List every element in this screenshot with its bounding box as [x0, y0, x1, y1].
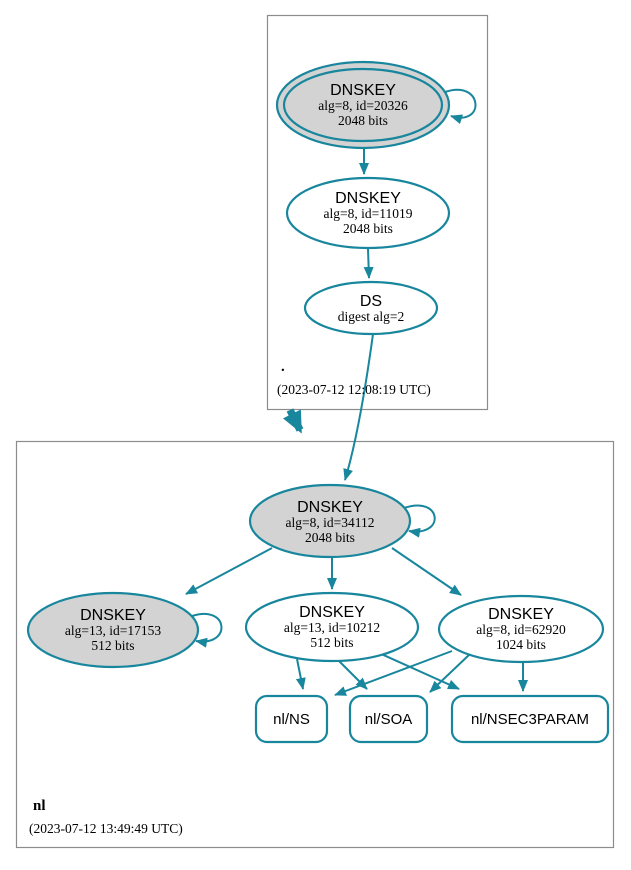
dnskey-20326-node: DNSKEY alg=8, id=20326 2048 bits [275, 60, 451, 150]
selfloop-root-ksk [444, 88, 477, 125]
dnskey-11019-ellipse [285, 176, 451, 250]
zone-timestamp-nl: (2023-07-12 13:49:49 UTC) [29, 821, 183, 836]
dnskey-10212-node: DNSKEY alg=13, id=10212 512 bits [244, 591, 420, 663]
zone-box-root [266, 14, 489, 411]
dnskey-62920-ellipse [437, 594, 605, 664]
edge-delegation-root-to-nl [283, 408, 304, 434]
dnskey-20326-detail2: 2048 bits [338, 113, 388, 128]
dnskey-11019-detail1: alg=8, id=11019 [324, 206, 413, 221]
dnskey-17153-detail2: 512 bits [91, 638, 134, 653]
edge-ds-to-nl-ksk [343, 333, 374, 481]
ds-node: DS digest alg=2 [303, 280, 439, 336]
edge-10212-to-nsec3param [378, 652, 460, 690]
dnskey-17153-detail1: alg=13, id=17153 [65, 623, 161, 638]
dnskey-62920-detail1: alg=8, id=62920 [476, 622, 566, 637]
dnskey-62920-node: DNSKEY alg=8, id=62920 1024 bits [437, 594, 605, 664]
ds-ellipse [303, 280, 439, 336]
edge-62920-to-ns [334, 650, 453, 696]
dnskey-10212-title: DNSKEY [299, 604, 365, 621]
dnskey-10212-ellipse [244, 591, 420, 663]
edge-nl-ksk-to-17153 [185, 547, 273, 595]
dnskey-20326-inner-ellipse [282, 67, 444, 143]
rrset-nl-nsec3param-node: nl/NSEC3PARAM [450, 694, 610, 744]
zone-label-root: . [281, 359, 285, 375]
rrset-nl-nsec3param-label: nl/NSEC3PARAM [471, 711, 589, 728]
edge-nl-ksk-to-62920 [391, 547, 462, 596]
rrset-nl-ns-label: nl/NS [273, 711, 310, 728]
zone-label-nl: nl [33, 798, 46, 814]
dnskey-11019-detail2: 2048 bits [343, 221, 393, 236]
dnskey-20326-title: DNSKEY [330, 82, 396, 99]
dnskey-10212-detail1: alg=13, id=10212 [284, 620, 380, 635]
edge-root-zsk-to-ds [363, 248, 374, 279]
dnskey-34112-detail1: alg=8, id=34112 [286, 515, 375, 530]
dnskey-34112-node: DNSKEY alg=8, id=34112 2048 bits [248, 483, 412, 559]
rrset-nl-ns-rect [254, 694, 329, 744]
dnskey-34112-detail2: 2048 bits [305, 530, 355, 545]
edge-10212-to-ns [295, 658, 306, 690]
dnskey-10212-detail2: 512 bits [310, 635, 353, 650]
zone-box-nl [15, 440, 615, 849]
dnskey-20326-detail1: alg=8, id=20326 [318, 98, 408, 113]
dnskey-62920-title: DNSKEY [488, 606, 554, 623]
selfloop-nl-key-17153 [191, 613, 223, 648]
edge-62920-to-soa [429, 653, 471, 693]
rrset-nl-nsec3param-rect [450, 694, 610, 744]
rrset-nl-soa-rect [348, 694, 429, 744]
dnskey-11019-node: DNSKEY alg=8, id=11019 2048 bits [285, 176, 451, 250]
dnskey-34112-title: DNSKEY [297, 499, 363, 516]
rrset-nl-ns-node: nl/NS [254, 694, 329, 744]
ds-title: DS [360, 293, 382, 310]
dnskey-17153-node: DNSKEY alg=13, id=17153 512 bits [26, 591, 200, 669]
zone-timestamp-root: (2023-07-12 12:08:19 UTC) [277, 382, 431, 397]
dnskey-62920-detail2: 1024 bits [496, 637, 546, 652]
ds-detail1: digest alg=2 [338, 309, 404, 324]
dnskey-17153-title: DNSKEY [80, 607, 146, 624]
rrset-nl-soa-node: nl/SOA [348, 694, 429, 744]
dnskey-17153-ellipse [26, 591, 200, 669]
dnskey-34112-ellipse [248, 483, 412, 559]
selfloop-nl-ksk [403, 504, 436, 538]
dnskey-11019-title: DNSKEY [335, 190, 401, 207]
rrset-nl-soa-label: nl/SOA [365, 711, 413, 728]
